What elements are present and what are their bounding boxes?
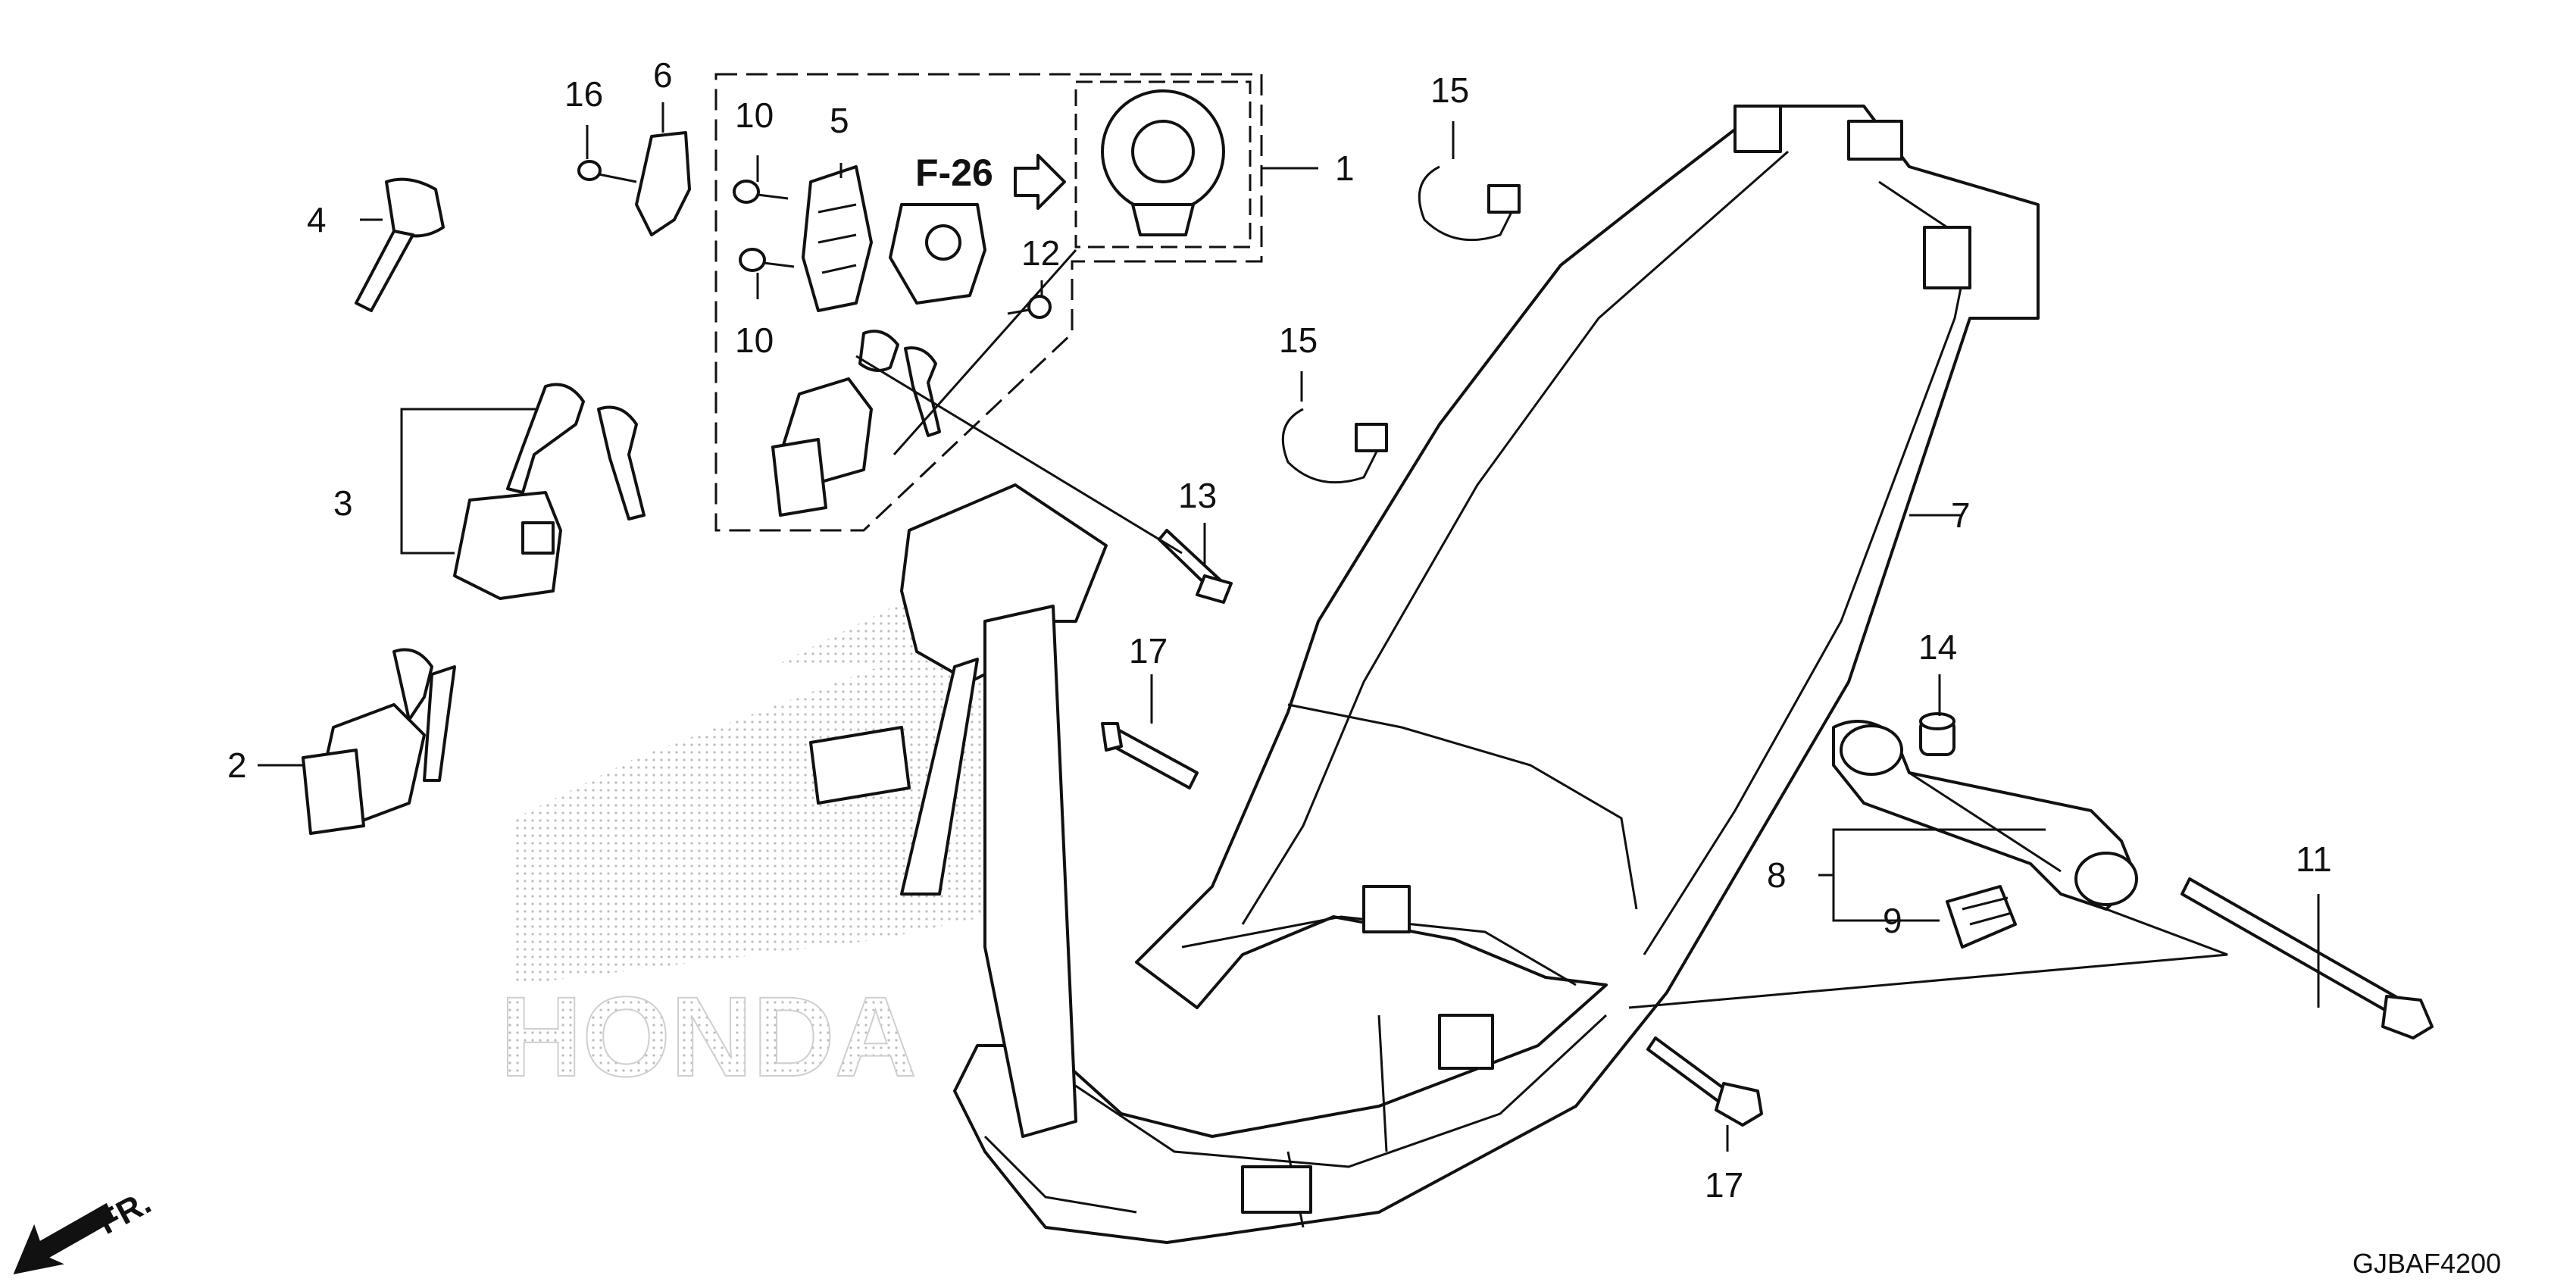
reference-label: F-26 [915,152,993,194]
lock-cover [889,203,986,305]
reference-arrow: F-26 [915,152,1066,210]
screw-16 [577,160,637,183]
stand-pivot-bolt [2181,877,2434,1039]
bolt-lower [1646,1036,1763,1127]
callout-11: 11 [2296,839,2332,879]
band-lower [1281,408,1388,484]
callout-6: 6 [653,55,673,95]
watermark-text: HONDA [500,973,917,1100]
bolt-upper [1101,722,1199,789]
screw-12 [1007,295,1052,319]
fuel-cap [1101,89,1225,236]
callout-1: 1 [1335,148,1355,188]
lock-set-3 [453,383,646,600]
stopper-rubber [1946,885,2017,949]
screw-10-upper [733,180,789,204]
main-stand-assy [1832,720,2138,911]
callout-15-upper: 15 [1430,70,1469,110]
callout-14: 14 [1918,627,1957,667]
callout-9: 9 [1883,901,1902,940]
callout-10-upper: 10 [735,95,774,135]
callout-7: 7 [1951,496,1971,535]
callout-4: 4 [307,200,327,239]
leader-lines [258,102,2320,1152]
combination-switch-2 [302,648,456,835]
set-plate-6 [635,131,691,236]
front-label: FR. [92,1183,158,1242]
callout-12: 12 [1021,233,1060,273]
callout-8: 8 [1767,855,1787,895]
kit-boundary-box [714,73,1263,532]
callout-numbers: 1 2 3 4 5 6 7 8 9 10 10 11 12 13 14 15 1… [227,55,2332,1205]
seat-lock-5 [802,165,873,312]
front-direction-indicator: FR. [13,1183,158,1275]
band-upper [1418,165,1521,242]
key-4 [355,177,445,312]
ignition-keys [771,330,941,517]
collar [1919,712,1955,756]
callout-15-lower: 15 [1279,320,1318,360]
callout-2: 2 [227,746,247,785]
callout-5: 5 [830,101,849,140]
front-arrow-icon [13,1202,115,1275]
diagram-code: GJBAF4200 [2352,1248,2501,1279]
callout-3: 3 [333,483,353,523]
bolt-13 [1158,529,1233,604]
screw-10-lower [739,248,795,272]
frame-body [809,105,2040,1244]
callout-17-lower: 17 [1705,1165,1743,1205]
callout-16: 16 [564,74,603,114]
callout-17-upper: 17 [1129,631,1168,671]
callout-10-lower: 10 [735,320,774,360]
callout-13: 13 [1178,476,1217,515]
